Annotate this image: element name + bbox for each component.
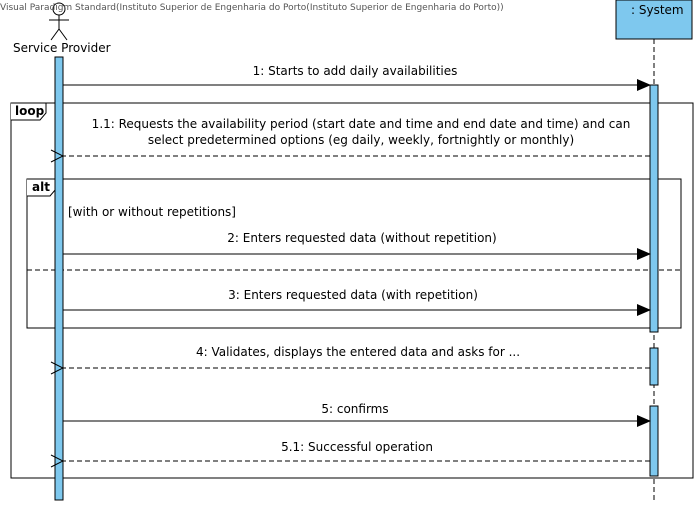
message-1-label: 1: Starts to add daily availabilities — [252, 64, 458, 78]
alt-guard-label: [with or without repetitions] — [68, 205, 236, 219]
watermark-text: Visual Paradigm Standard(Instituto Super… — [0, 3, 504, 13]
message-1-1-label-line2: select predetermined options (eg daily, … — [147, 133, 575, 147]
loop-operator-label: loop — [15, 104, 45, 118]
actor-name: Service Provider — [13, 41, 111, 55]
message-2-label: 2: Enters requested data (without repeti… — [227, 231, 497, 245]
system-activation-bar-3 — [649, 405, 659, 477]
message-3-label: 3: Enters requested data (with repetitio… — [228, 288, 478, 302]
message-5-1-label: 5.1: Successful operation — [281, 440, 433, 454]
actor-stick-figure-icon — [49, 2, 69, 41]
system-activation-bar-1 — [649, 84, 659, 333]
system-header-box[interactable] — [615, 0, 693, 40]
message-1-1-label-line1: 1.1: Requests the availability period (s… — [91, 117, 631, 131]
loop-fragment — [10, 102, 694, 479]
system-name: : System — [631, 3, 684, 17]
message-4-label: 4: Validates, displays the entered data … — [195, 345, 521, 359]
alt-operator-label: alt — [32, 180, 50, 194]
actor-activation-bar — [54, 56, 64, 501]
message-5-label: 5: confirms — [321, 402, 389, 416]
system-activation-bar-2 — [649, 347, 659, 386]
